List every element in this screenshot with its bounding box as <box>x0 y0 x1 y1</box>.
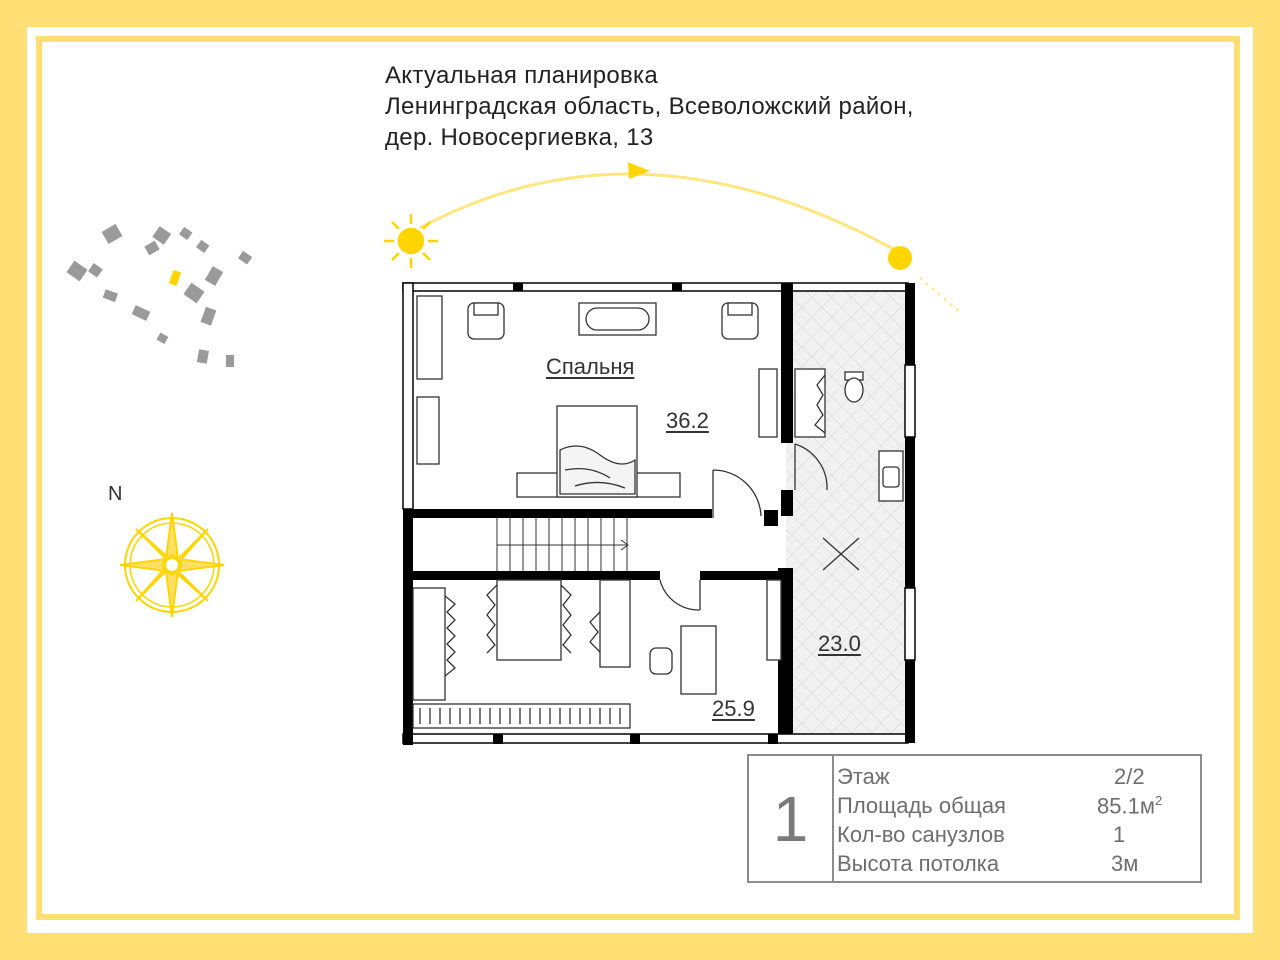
title-line-1: Актуальная планировка <box>385 62 659 89</box>
sunset-icon <box>888 246 912 270</box>
info-label-ceiling: Высота потолка <box>837 851 1000 876</box>
site-map-icon <box>66 223 253 367</box>
bathroom-area-label: 23.0 <box>818 631 861 656</box>
outer-walls <box>402 282 916 745</box>
floor-number: 1 <box>749 756 834 881</box>
area-value: 85.1м <box>1097 793 1155 819</box>
north-label: N <box>108 483 123 505</box>
bedroom-area-label: 36.2 <box>666 408 709 433</box>
sun-path-arrow-icon <box>419 162 961 314</box>
bedroom-furniture <box>416 295 778 518</box>
title-line-3: дер. Новосергиевка, 13 <box>385 124 654 151</box>
bathroom-fixtures <box>794 368 904 571</box>
study-area-label: 25.9 <box>712 696 755 721</box>
info-label-floor: Этаж <box>837 764 890 789</box>
info-value-ceiling: 3м <box>1111 851 1139 876</box>
info-value-floor: 2/2 <box>1114 764 1145 789</box>
stairs <box>496 518 629 571</box>
page-title: Актуальная планировка Ленинградская обла… <box>385 60 914 153</box>
bathroom-floor <box>786 285 908 735</box>
bedroom-name-label: Спальня <box>546 354 635 379</box>
info-value-area: 85.1м2 <box>1097 793 1162 819</box>
info-table: 1 Этаж 2/2 Площадь общая 85.1м2 Кол-во с… <box>747 754 1202 883</box>
info-label-bathrooms: Кол-во санузлов <box>837 822 1005 847</box>
info-label-area: Площадь общая <box>837 793 1006 818</box>
compass-rose-icon <box>119 512 225 618</box>
area-unit-sup: 2 <box>1154 793 1163 808</box>
page-frame <box>36 36 1240 920</box>
title-line-2: Ленинградская область, Всеволожский райо… <box>385 93 914 120</box>
info-value-bathrooms: 1 <box>1113 822 1126 847</box>
sun-icon <box>384 214 438 268</box>
study-furniture <box>412 579 782 729</box>
